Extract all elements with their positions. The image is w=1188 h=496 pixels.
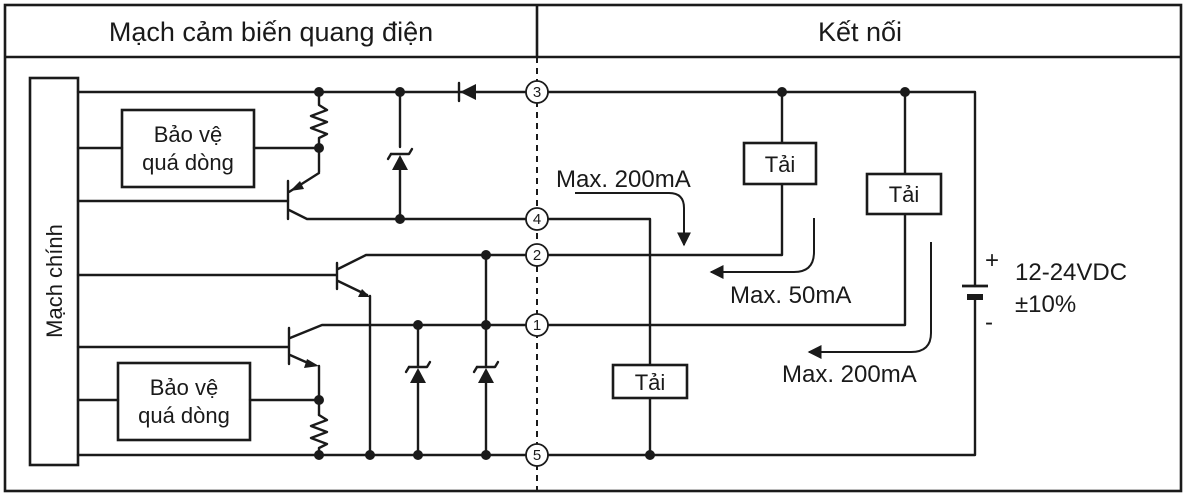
load-label-1: Tải: [765, 152, 796, 177]
protection-block-lower: [116, 361, 252, 442]
left-header-title: Mạch cảm biến quang điện: [109, 17, 433, 47]
protection-lower-line2: quá dòng: [138, 403, 230, 428]
transistor-pnp-lower: [76, 323, 528, 417]
current-arrow-upper: [575, 192, 691, 247]
terminal-2-label: 2: [533, 247, 541, 264]
supply-plus: +: [985, 247, 999, 274]
resistor-upper: [309, 90, 329, 174]
current-arrow-lower: [807, 242, 932, 359]
load-box-1: [742, 141, 818, 186]
wire-terminal-1: [546, 212, 907, 327]
terminal-3: 3: [525, 80, 549, 104]
protection-block-upper: [120, 108, 256, 189]
supply-tolerance: ±10%: [1015, 291, 1076, 318]
main-circuit-label: Mạch chính: [42, 224, 67, 338]
outer-frame: [3, 3, 1183, 493]
main-circuit-block: [28, 76, 80, 467]
protection-upper-line1: Bảo vệ: [154, 122, 223, 147]
terminal-3-label: 3: [533, 84, 541, 101]
zener-lower-1: [404, 323, 432, 457]
resistor-lower: [309, 413, 329, 457]
wire-rail-5-right: [546, 298, 977, 457]
wire-terminal-2: [546, 182, 784, 257]
protection-lower-line1: Bảo vệ: [150, 375, 219, 400]
battery-symbol: [962, 284, 988, 300]
current-label-middle: Max. 50mA: [730, 282, 851, 309]
wire-terminal-4: [546, 217, 652, 367]
terminal-4-label: 4: [533, 211, 541, 228]
load-box-3: [611, 363, 689, 400]
supply-voltage: 12-24VDC: [1015, 259, 1127, 286]
current-arrow-middle: [709, 218, 815, 279]
terminal-5: 5: [525, 443, 549, 467]
junction-dots: [314, 87, 910, 460]
wire-rail-3-right: [546, 90, 977, 288]
right-header-title: Kết nối: [818, 17, 902, 47]
load-box-2: [865, 172, 943, 216]
diode: [457, 81, 476, 103]
current-label-upper: Max. 200mA: [556, 166, 691, 193]
load-label-3: Tải: [635, 370, 666, 395]
zener-lower-2: [472, 253, 500, 457]
terminal-2: 2: [525, 243, 549, 267]
supply-minus: -: [985, 309, 993, 336]
terminal-1-label: 1: [533, 317, 541, 334]
terminal-5-label: 5: [533, 447, 541, 464]
protection-upper-line2: quá dòng: [142, 150, 234, 175]
terminal-4: 4: [525, 207, 549, 231]
terminal-1: 1: [525, 313, 549, 337]
current-label-lower: Max. 200mA: [782, 361, 917, 388]
transistor-npn-middle: [76, 253, 528, 457]
transistor-pnp-upper: [76, 171, 528, 221]
zener-upper: [386, 90, 414, 221]
load-label-2: Tải: [889, 182, 920, 207]
